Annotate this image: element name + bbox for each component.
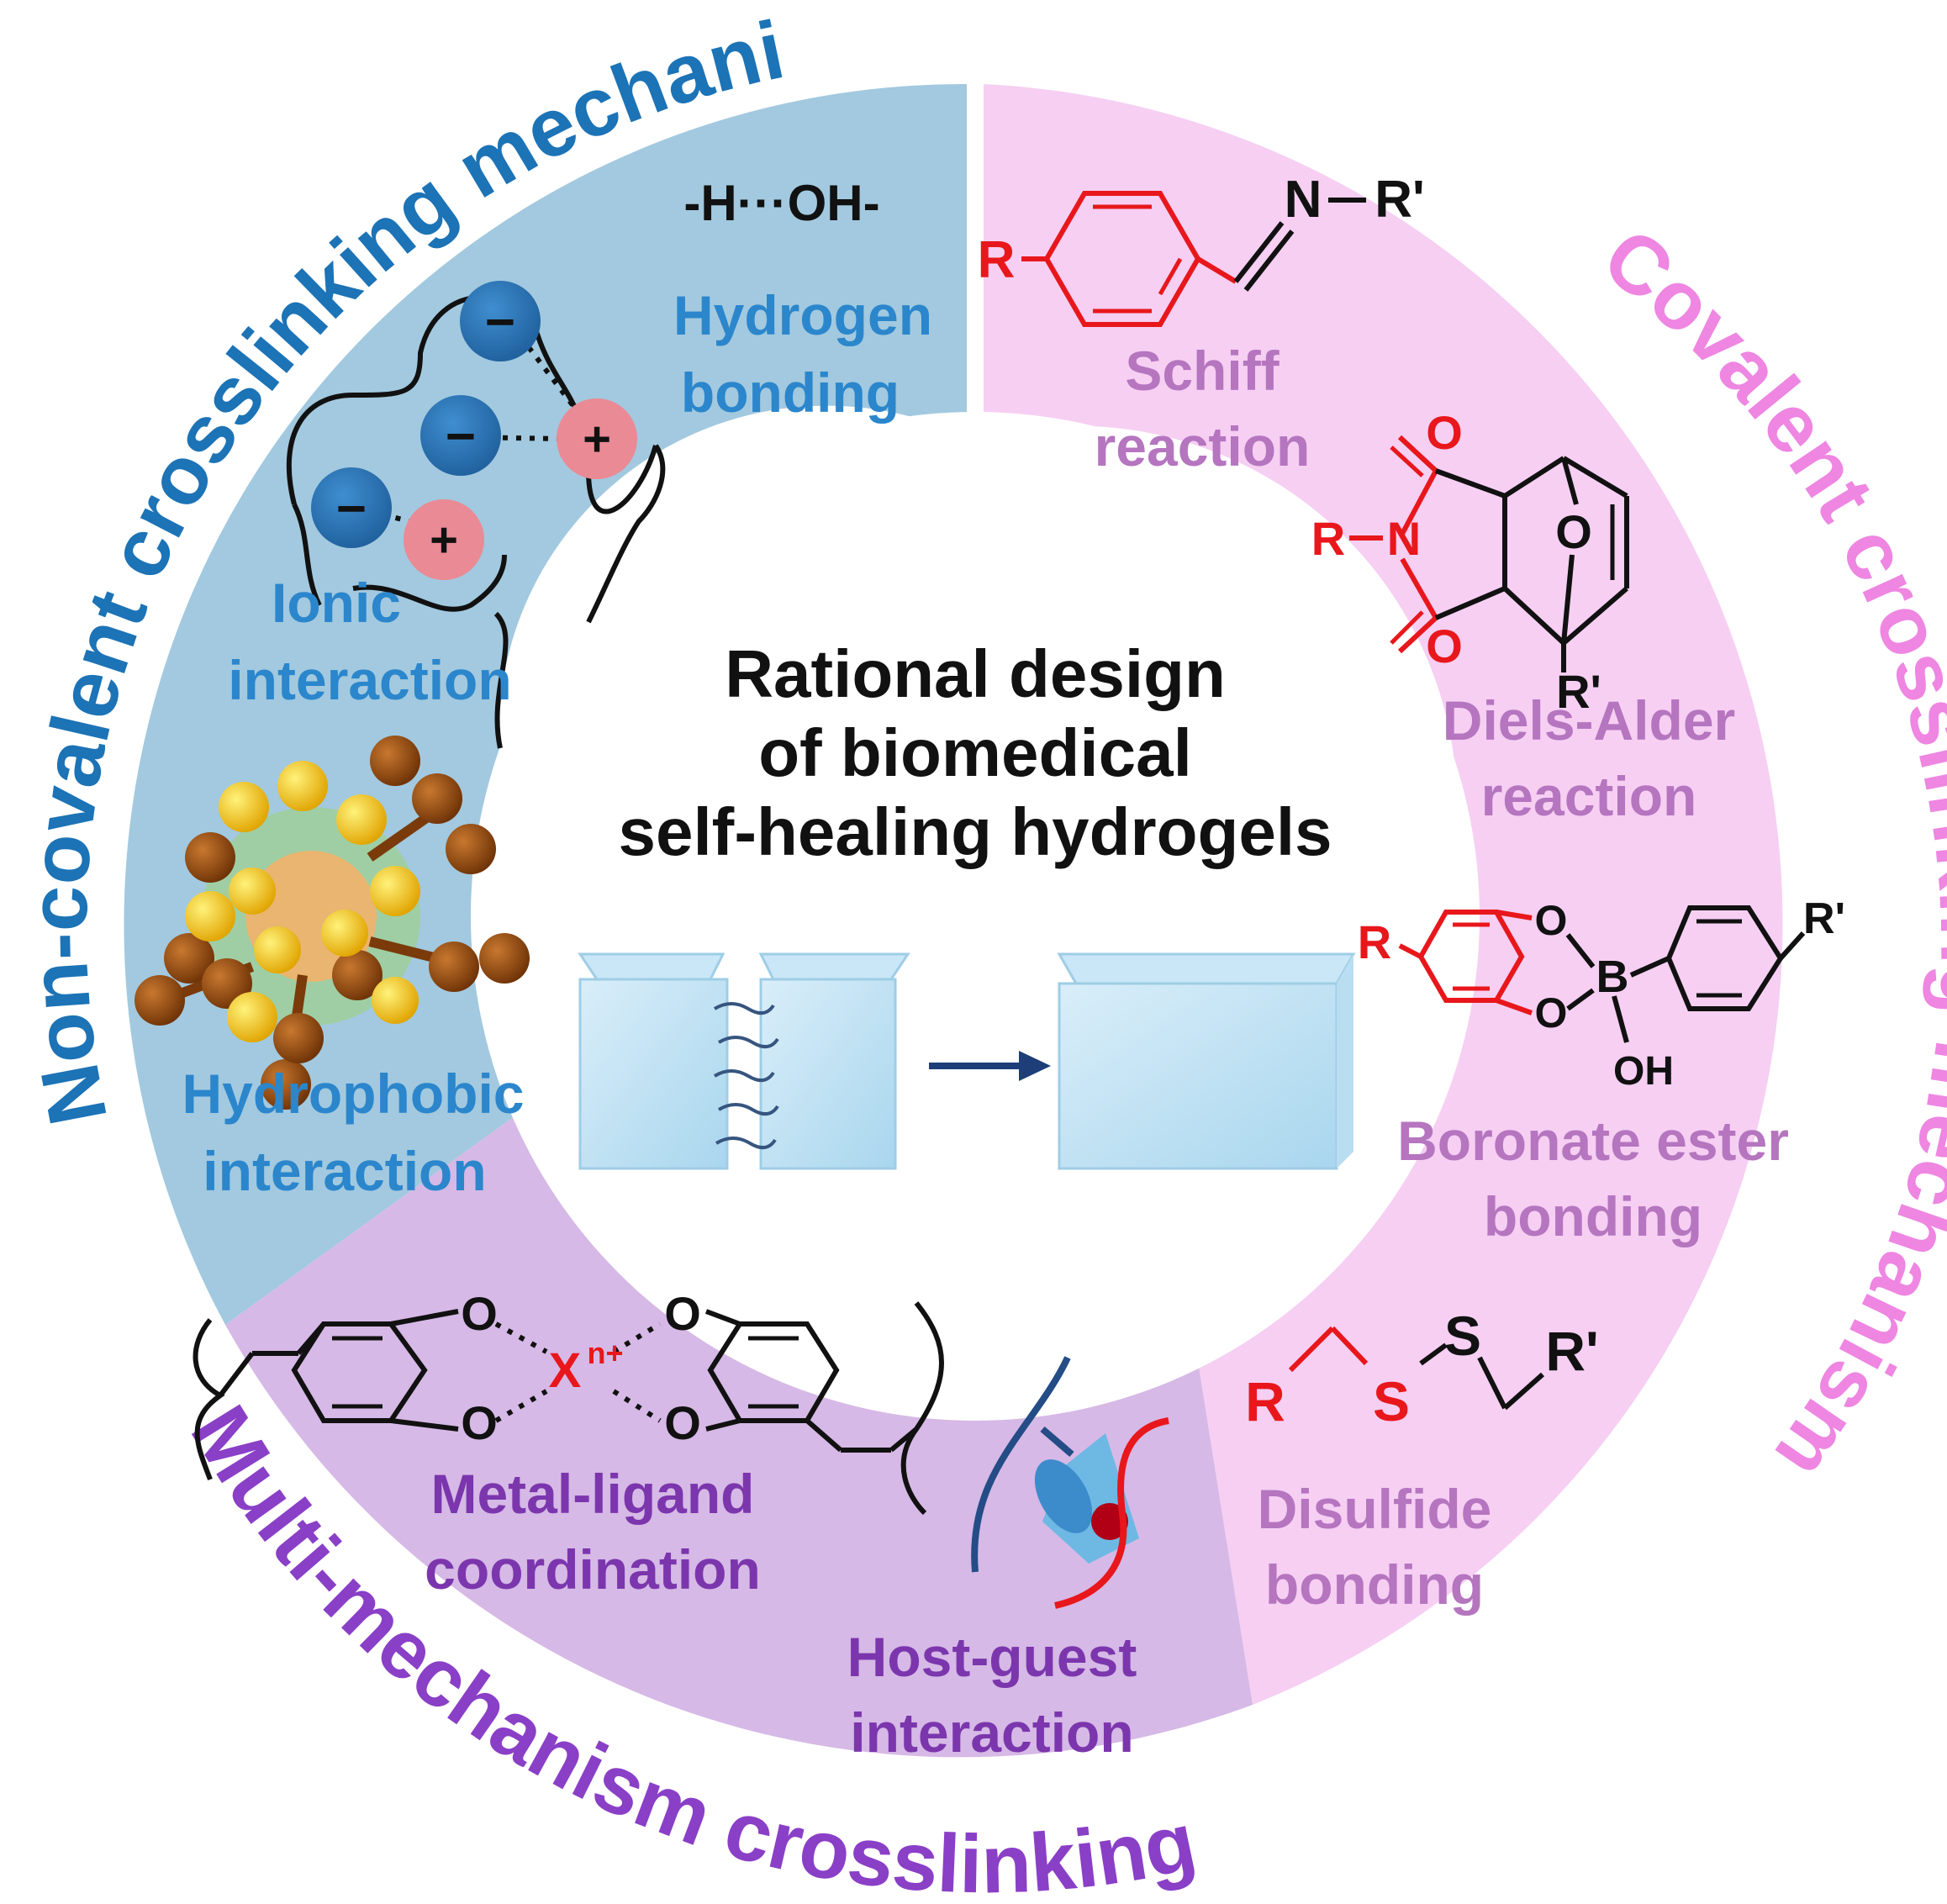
svg-text:X: X	[549, 1343, 582, 1398]
svg-text:O: O	[461, 1287, 498, 1340]
anion-2	[420, 395, 501, 476]
hydrophobic-illustration	[135, 736, 530, 1110]
hostguest-label-2: interaction	[850, 1701, 1133, 1764]
boronate-structure	[1398, 905, 1806, 1043]
diels-label-1: Diels-Alder	[1443, 689, 1735, 752]
svg-text:O: O	[1426, 620, 1463, 672]
anion-1	[460, 281, 541, 361]
svg-text:−: −	[446, 408, 476, 466]
disulfide-label-1: Disulfide	[1258, 1478, 1492, 1540]
svg-text:O: O	[664, 1396, 701, 1449]
hbond-label-1: Hydrogen	[673, 284, 932, 346]
center-title-line-1: Rational design	[725, 636, 1226, 711]
center-title-line-3: self-healing hydrogels	[618, 794, 1332, 869]
svg-text:R: R	[1358, 915, 1391, 968]
svg-text:R': R'	[1375, 171, 1425, 229]
svg-text:−: −	[336, 480, 367, 538]
svg-text:R: R	[978, 231, 1016, 289]
hostguest-illustration	[971, 1356, 1169, 1609]
healing-arrowhead	[1019, 1051, 1051, 1081]
ionic-label-1: Ionic	[272, 572, 401, 634]
svg-text:+: +	[430, 513, 458, 567]
svg-text:+: +	[583, 412, 611, 467]
svg-text:O: O	[1555, 505, 1592, 558]
metal-label-1: Metal-ligand	[430, 1463, 754, 1525]
svg-text:R': R'	[1556, 665, 1601, 718]
svg-text:N: N	[1285, 171, 1322, 229]
ionic-label-2: interaction	[228, 649, 511, 711]
boronate-label-1: Boronate ester	[1397, 1110, 1789, 1172]
svg-text:R': R'	[1545, 1320, 1598, 1382]
svg-text:R: R	[1311, 512, 1345, 565]
disulfide-structure	[1288, 1326, 1544, 1411]
hbond-label-2: bonding	[681, 361, 900, 424]
metal-label-2: coordination	[425, 1538, 761, 1601]
diels-label-2: reaction	[1481, 765, 1697, 827]
svg-text:−: −	[485, 293, 515, 351]
hydrophobic-label-1: Hydrophobic	[182, 1063, 525, 1125]
ionic-illustration: − − − + +	[286, 281, 666, 749]
cation-2	[404, 499, 484, 580]
cation-1	[557, 398, 637, 479]
schiff-label-1: Schiff	[1125, 340, 1280, 402]
svg-text:O: O	[1535, 897, 1568, 944]
svg-text:O: O	[461, 1396, 498, 1449]
svg-text:R': R'	[1803, 894, 1845, 943]
svg-text:S: S	[1373, 1370, 1410, 1432]
svg-text:R: R	[1245, 1370, 1285, 1432]
svg-text:n+: n+	[587, 1336, 623, 1370]
diels-structure	[1349, 435, 1629, 672]
center-title: Rational design of biomedical self-heali…	[555, 635, 1396, 872]
covalent-sector	[984, 84, 1783, 1705]
boronate-label-2: bonding	[1484, 1185, 1702, 1247]
metal-ligand-structure	[193, 1301, 944, 1516]
schiff-label-2: reaction	[1095, 415, 1311, 477]
disulfide-label-2: bonding	[1265, 1553, 1484, 1616]
healed-hydrogel	[1057, 952, 1356, 1170]
svg-text:OH: OH	[1613, 1049, 1674, 1094]
multi-sector	[225, 1014, 1253, 1758]
svg-text:O: O	[664, 1287, 701, 1340]
hbond-formula: -H···OH-	[683, 175, 879, 231]
svg-text:S: S	[1444, 1305, 1481, 1367]
anion-3	[311, 467, 392, 548]
hostguest-label-1: Host-guest	[847, 1626, 1137, 1688]
svg-text:O: O	[1426, 406, 1463, 459]
svg-text:O: O	[1535, 989, 1568, 1036]
schiff-structure	[1021, 191, 1366, 327]
center-title-line-2: of biomedical	[758, 715, 1192, 790]
svg-text:N: N	[1387, 512, 1421, 565]
broken-hydrogel	[578, 952, 910, 1170]
svg-text:B: B	[1596, 952, 1629, 1002]
hydrophobic-label-2: interaction	[203, 1140, 486, 1202]
